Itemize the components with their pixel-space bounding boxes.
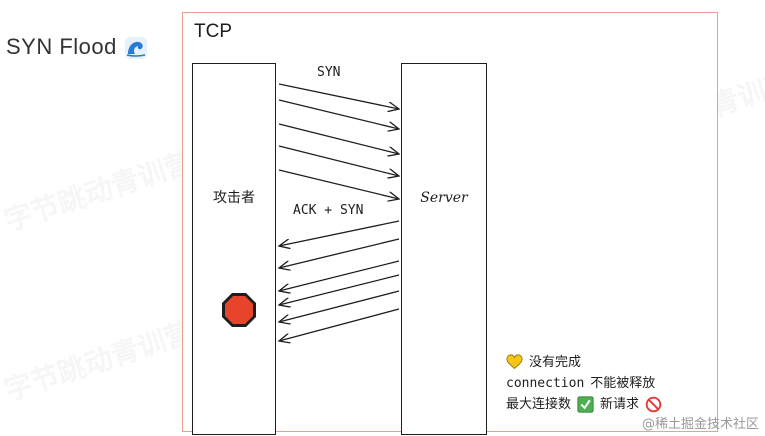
ack-syn-arrow [279, 274, 400, 305]
prohibited-icon [645, 396, 662, 413]
note-incomplete-text: 没有完成 [529, 355, 582, 370]
note-line-1: 没有完成 [506, 352, 668, 373]
server-box: Server [401, 63, 487, 435]
server-label: Server [420, 190, 468, 206]
syn-arrow [278, 169, 399, 199]
ack-syn-arrow [279, 308, 400, 341]
watermark: 字节跳动青训营 [0, 145, 197, 238]
slide-title: SYN Flood [6, 34, 117, 59]
credit-text: @稀土掘金技术社区 [641, 417, 759, 432]
note-max-connections-text: 最大连接数 [506, 397, 572, 412]
check-box-icon [577, 396, 594, 413]
attacker-label: 攻击者 [213, 190, 255, 206]
watermark: 字节跳动青训营 [0, 315, 197, 408]
note-cannot-release-text: 不能被释放 [590, 376, 656, 391]
note-new-request-text: 新请求 [600, 397, 640, 412]
tcp-diagram-panel: TCP 攻击者 Server SYN ACK + SYN [182, 12, 719, 435]
ack-syn-arrow [279, 238, 400, 268]
diagram-title: TCP [194, 21, 232, 42]
syn-label: SYN [317, 65, 341, 80]
wave-icon [125, 37, 147, 59]
ack-syn-arrow [279, 290, 400, 322]
note-line-3: 最大连接数 新请求 [506, 394, 668, 415]
arrows-layer [183, 83, 719, 433]
syn-arrow [278, 83, 399, 109]
stop-sign-icon [222, 293, 256, 327]
ack-syn-arrow [279, 220, 400, 246]
ack-syn-label: ACK + SYN [293, 203, 364, 218]
attacker-box: 攻击者 [192, 63, 276, 435]
syn-arrow [278, 123, 399, 154]
syn-arrow [278, 145, 399, 176]
syn-arrow [278, 99, 399, 129]
yellow-heart-icon [506, 354, 523, 370]
ack-syn-arrow [279, 260, 400, 291]
note: 没有完成 connection 不能被释放 最大连接数 新请求 [506, 352, 668, 415]
note-connection-text: connection [506, 376, 585, 391]
note-line-2: connection 不能被释放 [506, 373, 668, 394]
